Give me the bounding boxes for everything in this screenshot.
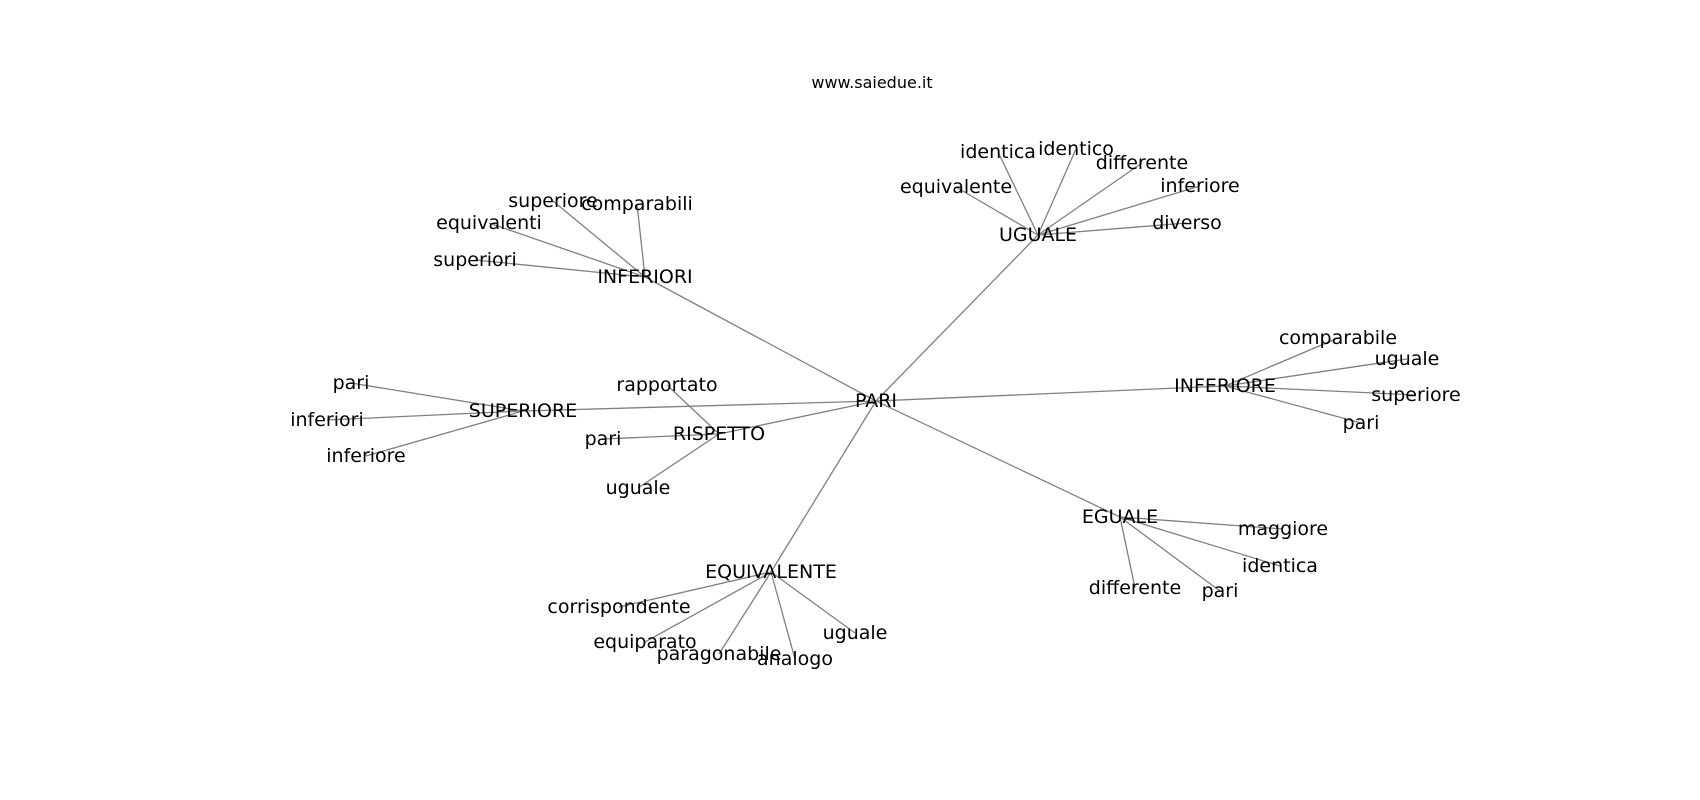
leaf-node: comparabili	[581, 193, 693, 215]
edge-hub-to-leaf	[1037, 185, 1201, 236]
edge-center-to-hub	[770, 400, 877, 573]
leaf-node: paragonabile	[657, 643, 782, 665]
edge-hub-to-leaf	[666, 384, 720, 435]
edge-hub-to-leaf	[365, 410, 524, 457]
edge-hub-to-leaf	[1224, 358, 1408, 387]
center-node: PARI	[855, 390, 897, 412]
edge-hub-to-leaf	[1224, 385, 1417, 396]
edge-hub-to-leaf	[718, 571, 772, 655]
edge-hub-to-leaf	[955, 186, 1039, 236]
leaf-node: superiore	[1371, 384, 1461, 406]
leaf-node: identico	[1038, 138, 1114, 160]
hub-node: INFERIORI	[597, 266, 692, 288]
edge-hub-to-leaf	[636, 203, 646, 278]
leaf-node: inferiore	[1160, 175, 1240, 197]
hub-node: EQUIVALENTE	[705, 561, 837, 583]
edge-hub-to-leaf	[1119, 516, 1221, 592]
edges	[326, 148, 1417, 660]
edge-hub-to-leaf	[1037, 162, 1143, 236]
leaf-node: rapportato	[616, 374, 717, 396]
leaf-node: superiore	[508, 190, 598, 212]
leaf-node: equiparato	[593, 631, 696, 653]
edge-hub-to-leaf	[1224, 337, 1339, 387]
edge-center-to-hub	[718, 400, 877, 435]
edge-hub-to-leaf	[474, 259, 646, 278]
edge-hub-to-leaf	[997, 151, 1039, 236]
hub-node: UGUALE	[999, 224, 1077, 246]
edge-hub-to-leaf	[602, 433, 720, 440]
hub-node: INFERIORE	[1174, 375, 1276, 397]
leaf-node: equivalente	[900, 176, 1012, 198]
edge-hub-to-leaf	[1119, 516, 1281, 567]
edge-hub-to-leaf	[637, 433, 720, 489]
hub-node: SUPERIORE	[469, 400, 577, 422]
edge-hub-to-leaf	[1119, 516, 1284, 530]
edge-hub-to-leaf	[770, 571, 856, 634]
leaf-node: differente	[1096, 152, 1188, 174]
edge-center-to-hub	[875, 400, 1121, 518]
leaf-node: analogo	[757, 648, 833, 670]
leaf-node: corrispondente	[547, 596, 690, 618]
leaf-node: comparabile	[1279, 327, 1397, 349]
edge-center-to-hub	[875, 234, 1039, 402]
leaf-node: maggiore	[1238, 518, 1328, 540]
edge-hub-to-leaf	[1224, 385, 1362, 424]
leaf-node: pari	[1343, 412, 1380, 434]
edge-hub-to-leaf	[1119, 516, 1136, 589]
edge-hub-to-leaf	[326, 410, 524, 421]
edge-hub-to-leaf	[770, 571, 796, 660]
watermark: www.saiedue.it	[811, 73, 932, 92]
edge-hub-to-leaf	[552, 200, 646, 278]
leaf-node: pari	[333, 372, 370, 394]
leaf-node: pari	[585, 428, 622, 450]
leaf-node: pari	[1202, 580, 1239, 602]
edge-center-to-hub	[644, 276, 877, 402]
edge-hub-to-leaf	[1037, 222, 1188, 236]
leaf-node: identica	[960, 141, 1036, 163]
leaf-node: inferiori	[290, 409, 364, 431]
edge-center-to-hub	[522, 400, 877, 412]
leaf-node: uguale	[1375, 348, 1440, 370]
leaf-node: uguale	[606, 477, 671, 499]
edge-hub-to-leaf	[1037, 148, 1077, 236]
leaf-node: equivalenti	[436, 212, 542, 234]
hub-node: RISPETTO	[673, 423, 765, 445]
edge-hub-to-leaf	[350, 382, 524, 412]
leaf-node: differente	[1089, 577, 1181, 599]
hub-node: EGUALE	[1082, 506, 1158, 528]
leaf-node: superiori	[433, 249, 517, 271]
edge-hub-to-leaf	[488, 222, 646, 278]
edge-hub-to-leaf	[644, 571, 772, 643]
edge-center-to-hub	[875, 385, 1226, 402]
leaf-node: uguale	[823, 622, 888, 644]
leaf-node: diverso	[1152, 212, 1222, 234]
leaf-node: identica	[1242, 555, 1318, 577]
edge-hub-to-leaf	[618, 571, 772, 608]
leaf-node: inferiore	[326, 445, 406, 467]
